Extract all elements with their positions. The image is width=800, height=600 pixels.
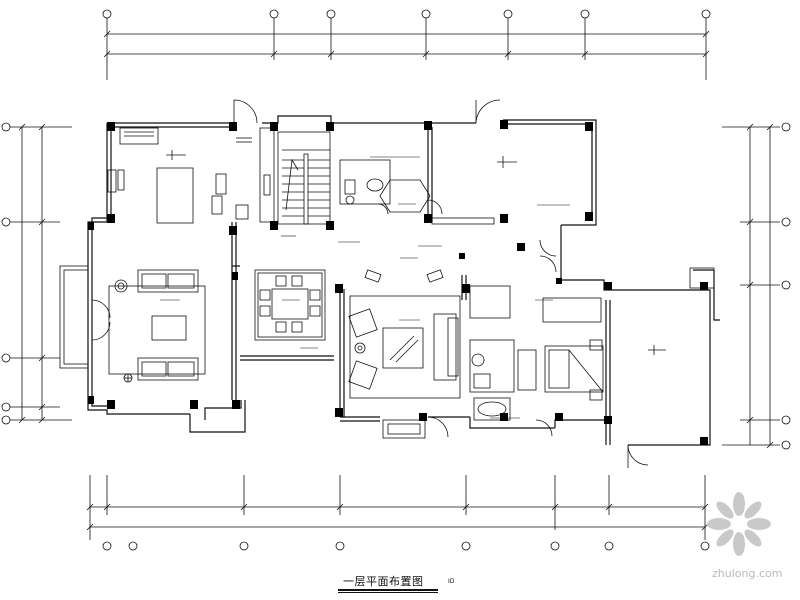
title-underline xyxy=(338,589,438,591)
stair xyxy=(277,131,331,225)
top-axis-bubbles xyxy=(102,9,711,19)
bottom-axis-bubbles xyxy=(102,541,710,551)
top-dimension-lines xyxy=(103,18,710,80)
scale-note: ID xyxy=(448,578,455,585)
right-dimension-lines xyxy=(722,123,780,449)
left-axis-bubbles xyxy=(1,122,11,425)
right-axis-bubbles xyxy=(781,122,791,450)
garage xyxy=(431,99,517,225)
dining-room xyxy=(254,269,326,341)
watermark-logo xyxy=(707,492,771,556)
guest-suite xyxy=(469,239,604,437)
bottom-dimension-lines xyxy=(86,475,709,540)
structural-columns xyxy=(88,120,708,445)
exterior-walls xyxy=(87,115,720,446)
left-dimension-lines xyxy=(10,123,72,424)
watermark-text: zhulong.com xyxy=(712,567,783,580)
powder-room xyxy=(339,159,443,215)
title-underline-thin xyxy=(338,592,438,593)
living-room xyxy=(59,265,206,383)
family-room xyxy=(348,269,461,439)
drawing-title: 一层平面布置图 xyxy=(343,575,424,588)
kitchen xyxy=(107,99,275,224)
